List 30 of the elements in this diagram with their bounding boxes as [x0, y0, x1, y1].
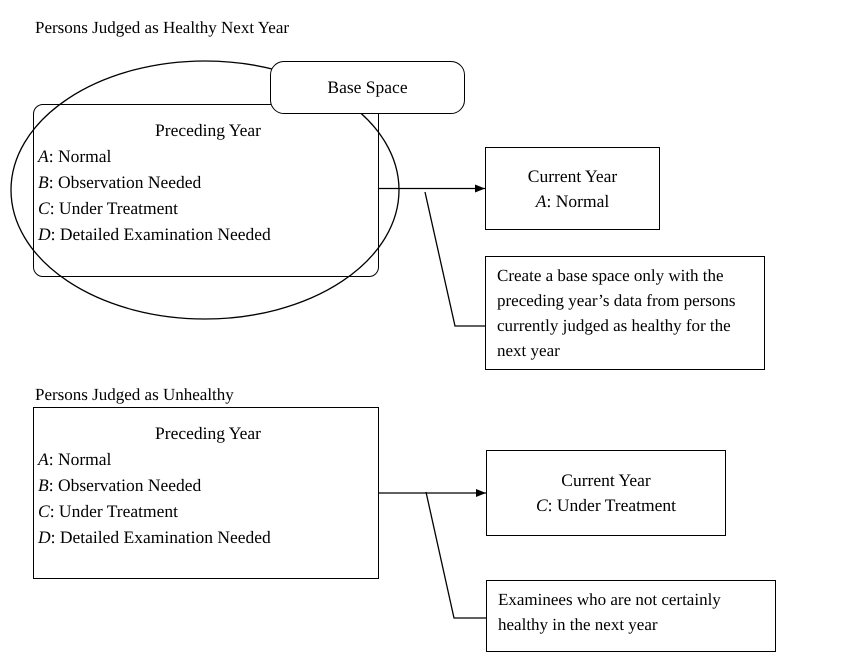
note-box: [486, 580, 776, 652]
note-box: [485, 256, 765, 370]
list-item: B: Observation Needed: [38, 474, 202, 497]
list-box: [33, 407, 379, 579]
box-heading: Current Year: [561, 469, 651, 492]
arrow: [379, 489, 486, 497]
list-item: B: Observation Needed: [38, 171, 202, 194]
box-heading: Current Year: [528, 164, 618, 188]
section-heading: Persons Judged as Unhealthy: [35, 384, 234, 406]
box-text: C: Under Treatment: [536, 494, 676, 517]
arrow: [379, 184, 485, 192]
leader-line: [425, 492, 486, 619]
list-item: C: Under Treatment: [38, 197, 178, 220]
box-heading: Preceding Year: [155, 119, 261, 142]
box-text: A: Normal: [536, 190, 610, 212]
list-item: A: Normal: [38, 448, 112, 471]
result-box: [485, 147, 660, 230]
rounded-label-box: [270, 61, 465, 114]
leader-line: [424, 192, 485, 327]
note-text: Create a base space only with the preceding year’s data from persons currently judged as healthy for the next year: [497, 265, 737, 362]
list-item: A: Normal: [38, 145, 112, 168]
list-item: D: Detailed Examination Needed: [38, 223, 271, 246]
note-text: Examinees who are not certainly healthy in the next year: [498, 589, 722, 636]
section-heading: Persons Judged as Healthy Next Year: [35, 17, 290, 39]
result-box: [486, 450, 726, 536]
box-heading: Preceding Year: [155, 422, 261, 445]
list-item: C: Under Treatment: [38, 500, 178, 523]
box-label: Base Space: [327, 76, 408, 99]
list-box: [33, 104, 379, 277]
list-item: D: Detailed Examination Needed: [38, 526, 271, 549]
